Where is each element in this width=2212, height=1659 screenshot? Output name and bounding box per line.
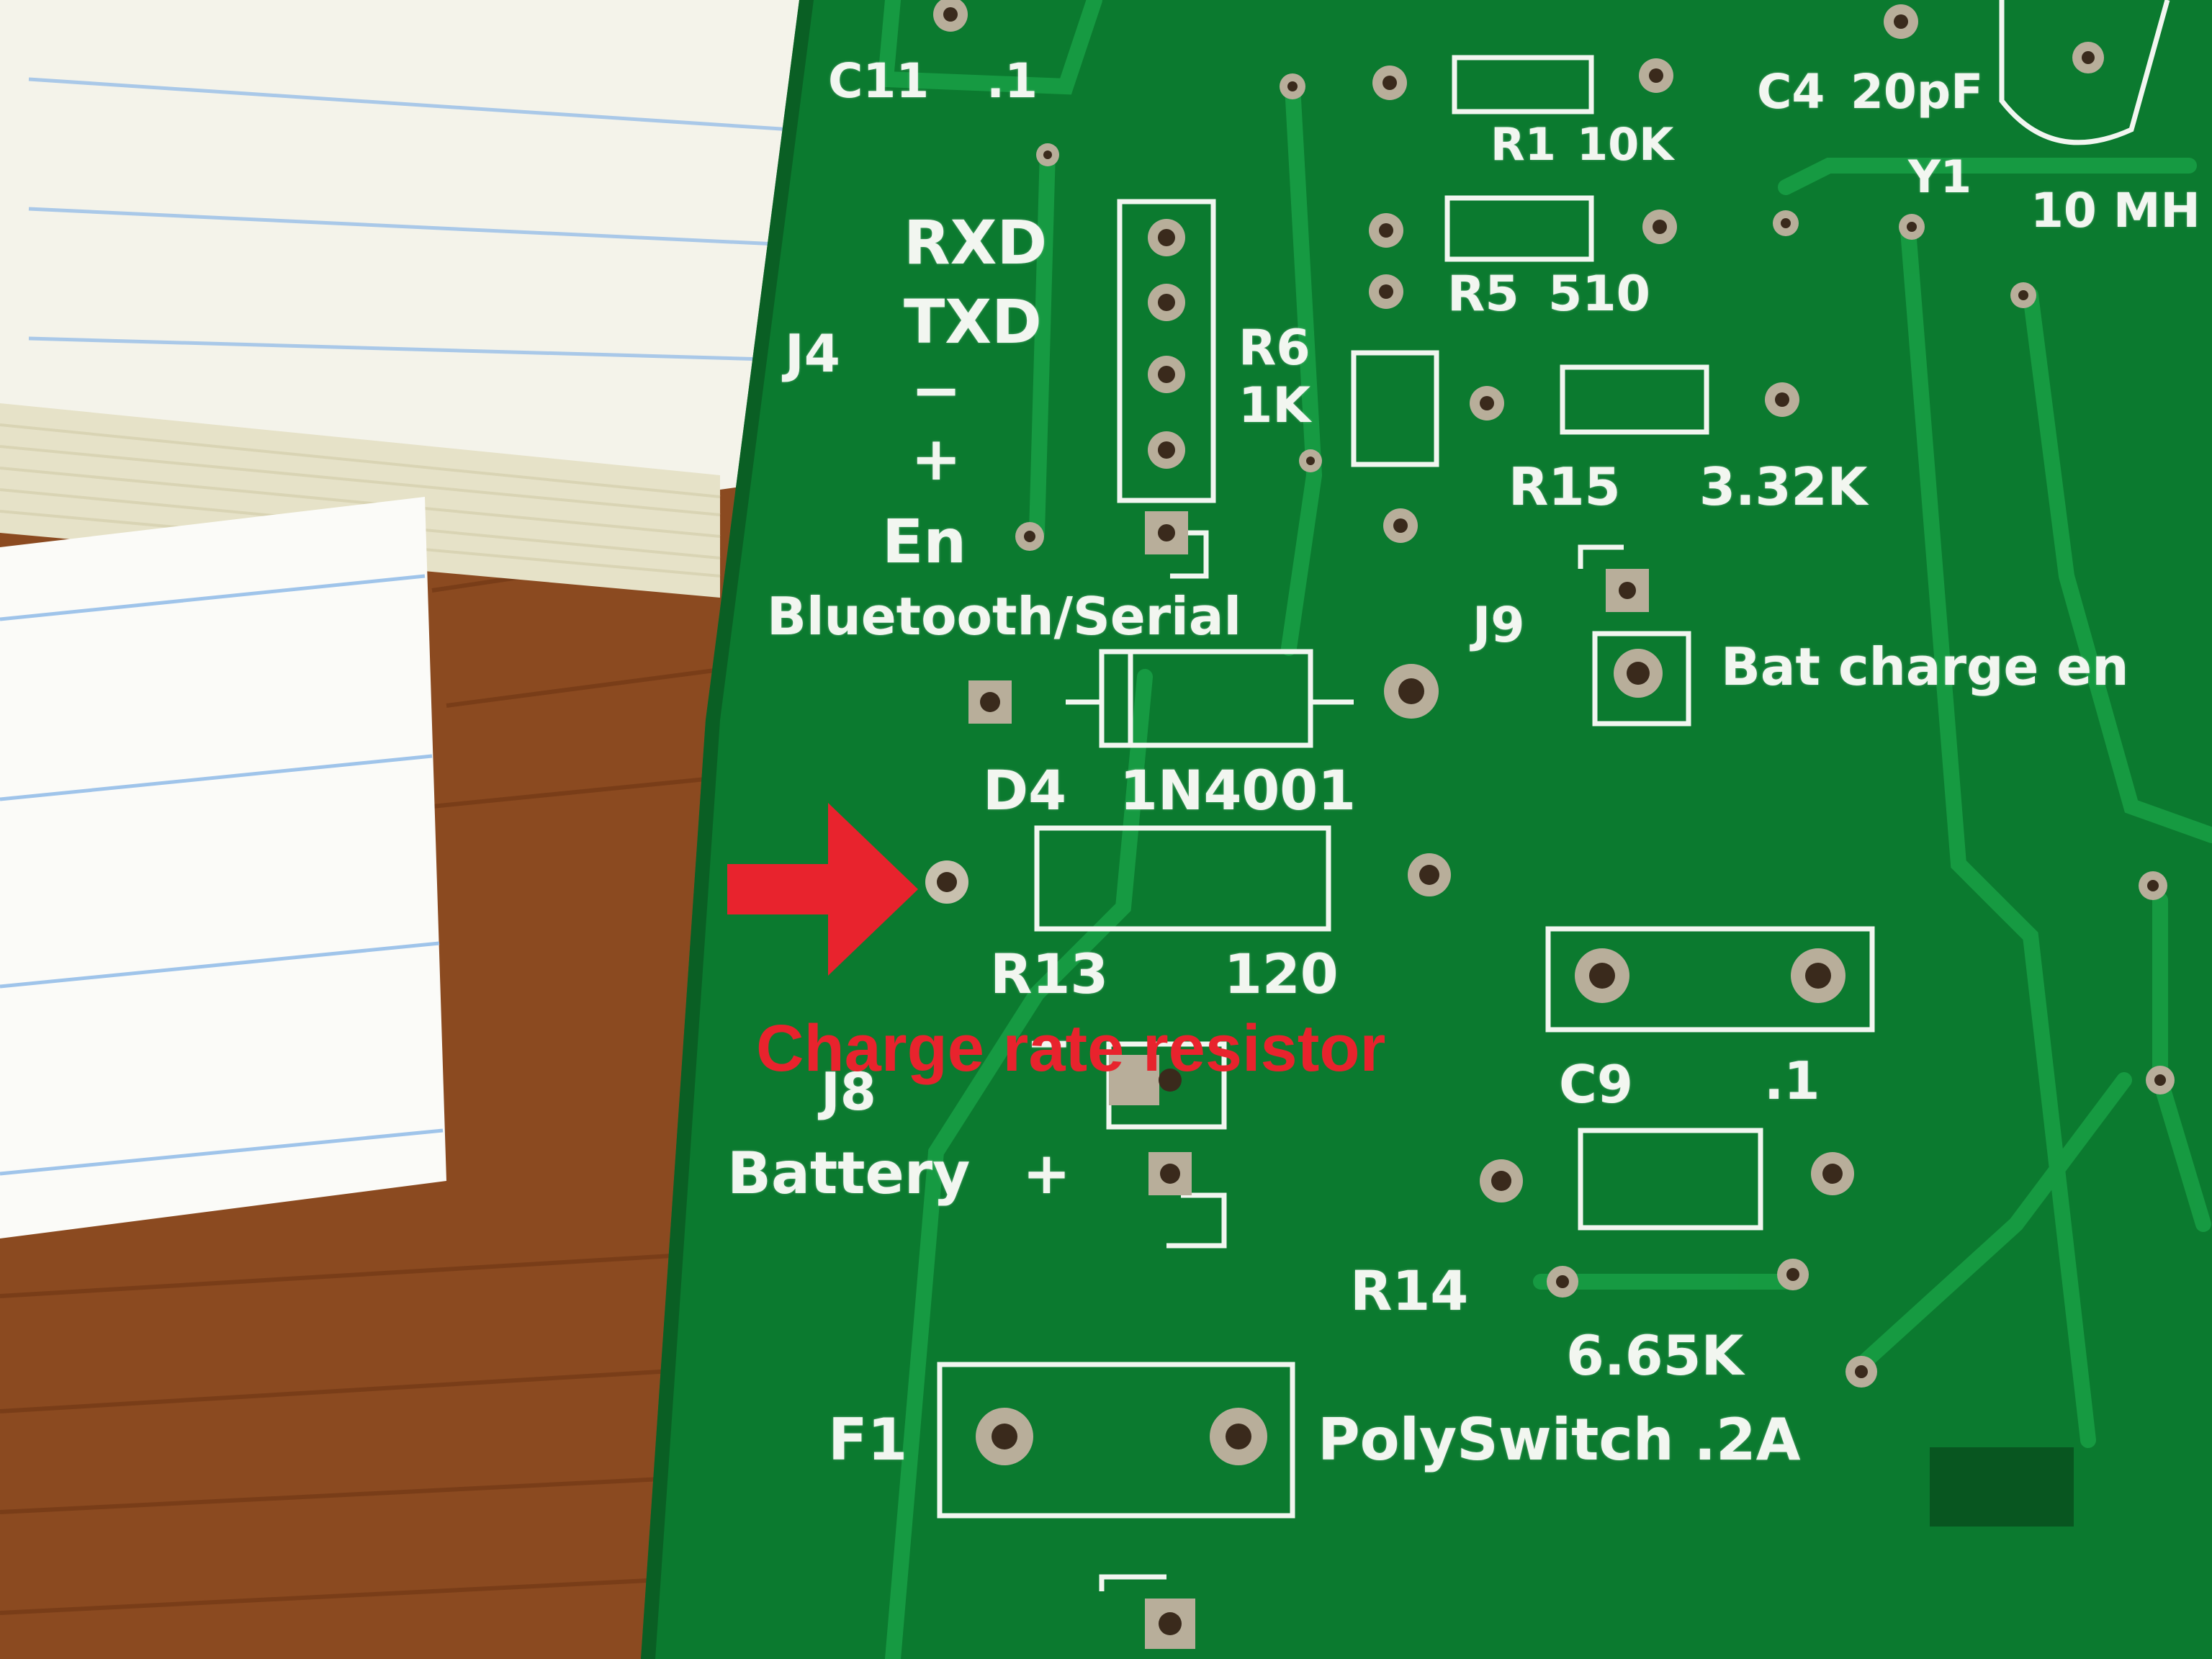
- label-j8-minus: −: [1026, 1010, 1072, 1074]
- label-r1: R1: [1491, 118, 1556, 171]
- label-j8: J8: [821, 1061, 876, 1122]
- label-polyswitch: PolySwitch .2A: [1318, 1406, 1801, 1473]
- label-y1: Y1: [1908, 150, 1972, 203]
- label-d4-value: 1N4001: [1120, 758, 1357, 822]
- label-c4: C4: [1757, 64, 1825, 120]
- label-j4-plus: +: [911, 423, 962, 494]
- label-y1-value: 10 MH: [2031, 183, 2200, 238]
- label-en: En: [882, 506, 967, 577]
- label-r14-value: 6.65K: [1566, 1323, 1744, 1388]
- label-r6-value: 1K: [1238, 377, 1311, 434]
- label-rxd: RXD: [904, 207, 1048, 278]
- label-r5-value: 510: [1548, 266, 1650, 323]
- label-c9-value: .1: [1764, 1051, 1820, 1111]
- label-bluetooth-serial: Bluetooth/Serial: [767, 586, 1242, 647]
- label-c11: C11: [828, 53, 930, 109]
- label-r1-value: 10K: [1577, 118, 1674, 171]
- label-txd: TXD: [904, 287, 1042, 357]
- label-d4: D4: [983, 758, 1066, 822]
- label-r15: R15: [1509, 457, 1621, 517]
- label-r5: R5: [1447, 266, 1519, 323]
- label-c4-value: 20pF: [1851, 64, 1984, 120]
- label-r6: R6: [1238, 320, 1310, 377]
- label-r14: R14: [1350, 1259, 1469, 1323]
- label-f1: F1: [828, 1406, 908, 1473]
- label-battery: Battery: [727, 1140, 971, 1207]
- label-r13-value: 120: [1224, 942, 1339, 1006]
- label-bat-charge-en: Bat charge en: [1721, 637, 2129, 697]
- label-j4-minus: −: [911, 355, 962, 426]
- right-arrow-icon: [727, 803, 918, 976]
- label-r15-value: 3.32K: [1699, 457, 1868, 517]
- label-battery-plus: +: [1022, 1140, 1071, 1207]
- label-c9: C9: [1559, 1054, 1633, 1115]
- label-r13: R13: [990, 942, 1109, 1006]
- annotation-label: Charge rate resistor: [756, 1012, 1386, 1085]
- label-c11-value: .1: [986, 53, 1038, 109]
- label-j4: J4: [785, 323, 840, 384]
- label-j9: J9: [1473, 597, 1525, 654]
